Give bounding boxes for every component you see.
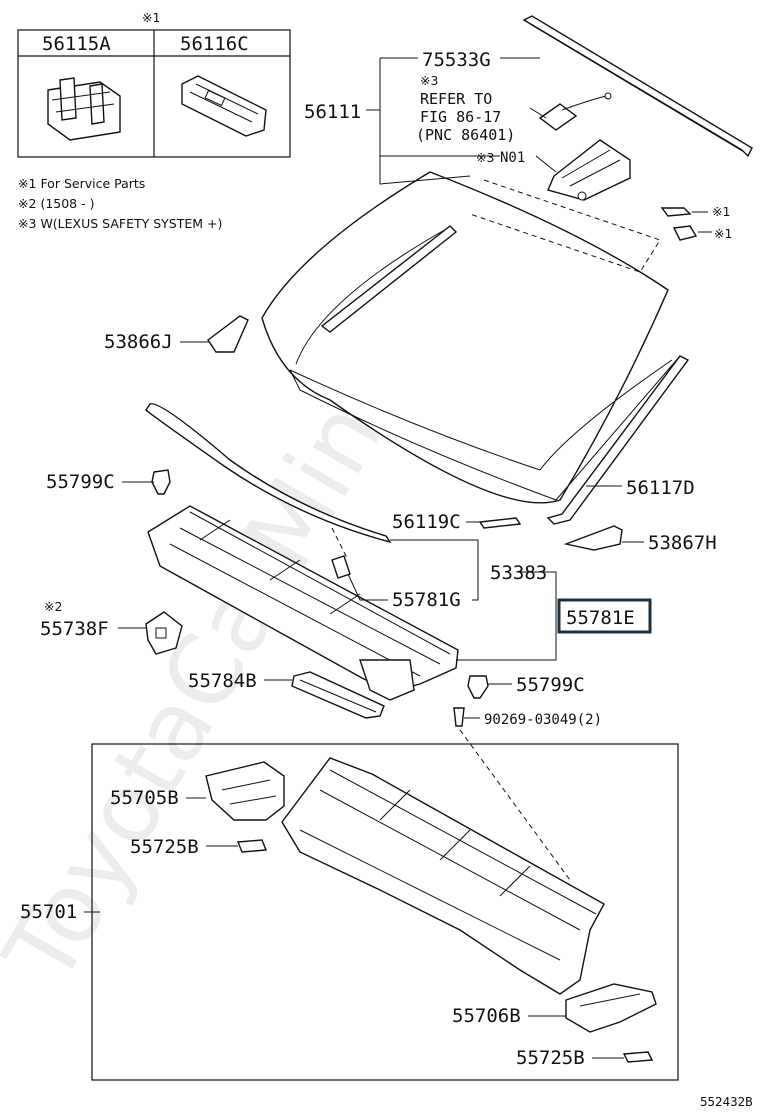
inset-mark: ※1 bbox=[142, 10, 160, 25]
sensor-ref-icon bbox=[538, 92, 612, 131]
side-molding-left-icon bbox=[320, 225, 458, 333]
model-mark: ※2 bbox=[44, 599, 62, 614]
camera-bracket-N01-icon bbox=[547, 139, 631, 201]
n01-mark: ※3 bbox=[476, 150, 494, 165]
part-label-55799C-top[interactable]: 55799C bbox=[46, 471, 115, 493]
part-label-55701[interactable]: 55701 bbox=[20, 901, 77, 923]
small-clip-b-icon bbox=[672, 225, 698, 241]
service-mark-a: ※1 bbox=[712, 204, 730, 219]
bracket-53866J-icon bbox=[207, 315, 249, 353]
part-label-56119C[interactable]: 56119C bbox=[392, 511, 461, 533]
bracket-55706B-icon bbox=[565, 983, 657, 1033]
ref-mark: ※3 bbox=[420, 73, 438, 88]
part-label-53866J[interactable]: 53866J bbox=[104, 331, 173, 353]
ref-line-2[interactable]: FIG 86-17 bbox=[420, 108, 501, 126]
part-label-53867H[interactable]: 53867H bbox=[648, 532, 717, 554]
part-label-56111[interactable]: 56111 bbox=[304, 101, 361, 123]
part-label-75533G[interactable]: 75533G bbox=[422, 49, 491, 71]
cowl-piece-55781G-icon bbox=[331, 555, 351, 579]
part-label-90269[interactable]: 90269-03049(2) bbox=[484, 712, 602, 728]
bracket-53867H-icon bbox=[563, 525, 623, 551]
clip-56115A-icon bbox=[47, 77, 121, 141]
ref-line-3[interactable]: (PNC 86401) bbox=[416, 126, 515, 144]
service-parts-inset: ※1 56115A 56116C bbox=[17, 10, 291, 158]
part-label-55705B[interactable]: 55705B bbox=[110, 787, 179, 809]
service-mark-b: ※1 bbox=[714, 226, 732, 241]
part-label-N01[interactable]: N01 bbox=[500, 150, 525, 166]
molding-56116C-icon bbox=[181, 75, 267, 137]
part-label-55725B-bottom[interactable]: 55725B bbox=[516, 1047, 585, 1069]
clip-55799C-top-icon bbox=[151, 469, 171, 495]
part-label-56115A[interactable]: 56115A bbox=[42, 33, 111, 55]
bracket-55738F-icon bbox=[145, 611, 183, 655]
part-label-53383[interactable]: 53383 bbox=[490, 562, 547, 584]
part-label-55781E[interactable]: 55781E bbox=[566, 607, 635, 629]
svg-text:※3W(LEXUS SAFETY SYSTEM +): ※3W(LEXUS SAFETY SYSTEM +) bbox=[18, 216, 222, 231]
dash-panel-55701-icon bbox=[281, 757, 605, 995]
labels: 75533G 56111 ※3 REFER TO FIG 86-17 (PNC … bbox=[20, 49, 753, 1109]
part-label-55781G[interactable]: 55781G bbox=[392, 589, 461, 611]
strip-56119C-icon bbox=[478, 517, 522, 529]
weatherstrip-icon bbox=[145, 403, 392, 544]
highlight-box-55781E bbox=[557, 598, 652, 634]
cover-55784B-icon bbox=[291, 671, 385, 719]
clip-55799C-bottom-icon bbox=[467, 675, 489, 699]
part-label-56117D[interactable]: 56117D bbox=[626, 477, 695, 499]
part-label-55725B-top[interactable]: 55725B bbox=[130, 836, 199, 858]
roof-molding-75533G-icon bbox=[522, 15, 753, 158]
part-label-55799C-bottom[interactable]: 55799C bbox=[516, 674, 585, 696]
part-label-55738F[interactable]: 55738F bbox=[40, 618, 109, 640]
figure-id: 552432B bbox=[700, 1094, 753, 1109]
part-label-55706B[interactable]: 55706B bbox=[452, 1005, 521, 1027]
bracket-55705B-icon bbox=[205, 761, 285, 821]
windshield-glass-icon bbox=[261, 171, 681, 504]
leader-lines bbox=[84, 57, 712, 1059]
part-label-55784B[interactable]: 55784B bbox=[188, 670, 257, 692]
ref-line-1[interactable]: REFER TO bbox=[420, 90, 492, 108]
cowl-top-panel-icon bbox=[147, 505, 459, 701]
part-label-56116C[interactable]: 56116C bbox=[180, 33, 249, 55]
pad-55725B-top-icon bbox=[236, 839, 268, 853]
screw-90269-icon bbox=[453, 707, 465, 727]
small-clip-a-icon bbox=[660, 207, 692, 217]
pad-55725B-bottom-icon bbox=[622, 1051, 654, 1063]
molding-56117D-icon bbox=[546, 355, 690, 525]
svg-text:※2(1508 - ): ※2(1508 - ) bbox=[18, 196, 94, 211]
